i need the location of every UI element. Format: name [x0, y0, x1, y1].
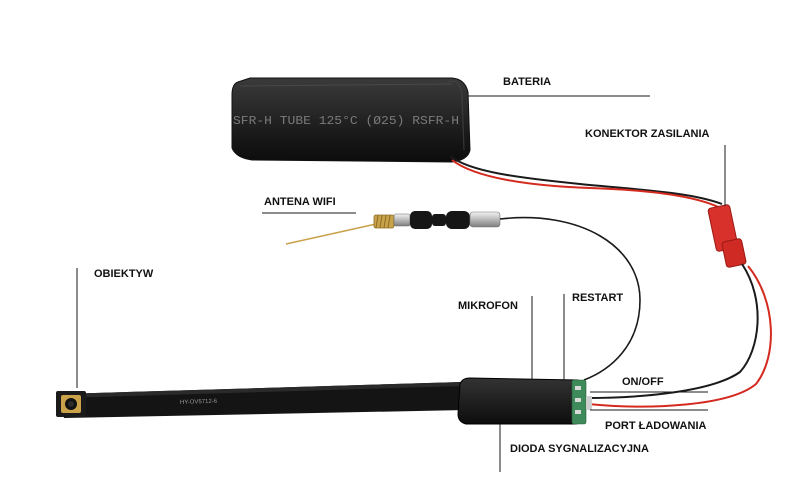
power-wire-red [587, 265, 772, 408]
label-konektor-zasilania: KONEKTOR ZASILANIA [585, 128, 710, 140]
label-mikrofon: MIKROFON [458, 300, 518, 312]
main-module [457, 377, 592, 425]
ribbon-cable: HY-OV5712-6 [62, 382, 466, 418]
label-restart: RESTART [572, 292, 624, 304]
battery-wire-red [451, 159, 725, 211]
antenna-coil [373, 214, 395, 229]
label-bateria: BATERIA [503, 76, 552, 88]
label-obiektyw: OBIEKTYW [94, 268, 154, 280]
label-antena-wifi: ANTENA WIFI [264, 196, 336, 208]
callout-lines [76, 95, 726, 472]
battery-wire-black [449, 155, 723, 205]
label-port-ladowania: PORT ŁADOWANIA [605, 420, 707, 432]
power-wire-black [585, 263, 759, 399]
wifi-antenna [285, 211, 501, 245]
ribbon-print: HY-OV5712-6 [180, 399, 218, 406]
label-on-off: ON/OFF [622, 376, 664, 388]
label-dioda-sygnalizacyjna: DIODA SYGNALIZACYJNA [510, 443, 649, 455]
battery: SFR-H TUBE 125°C (Ø25) RSFR-H [231, 77, 471, 163]
battery-print: SFR-H TUBE 125°C (Ø25) RSFR-H [233, 114, 459, 128]
power-connector [707, 204, 747, 268]
antenna-cable [499, 216, 641, 381]
camera-lens [56, 391, 86, 417]
